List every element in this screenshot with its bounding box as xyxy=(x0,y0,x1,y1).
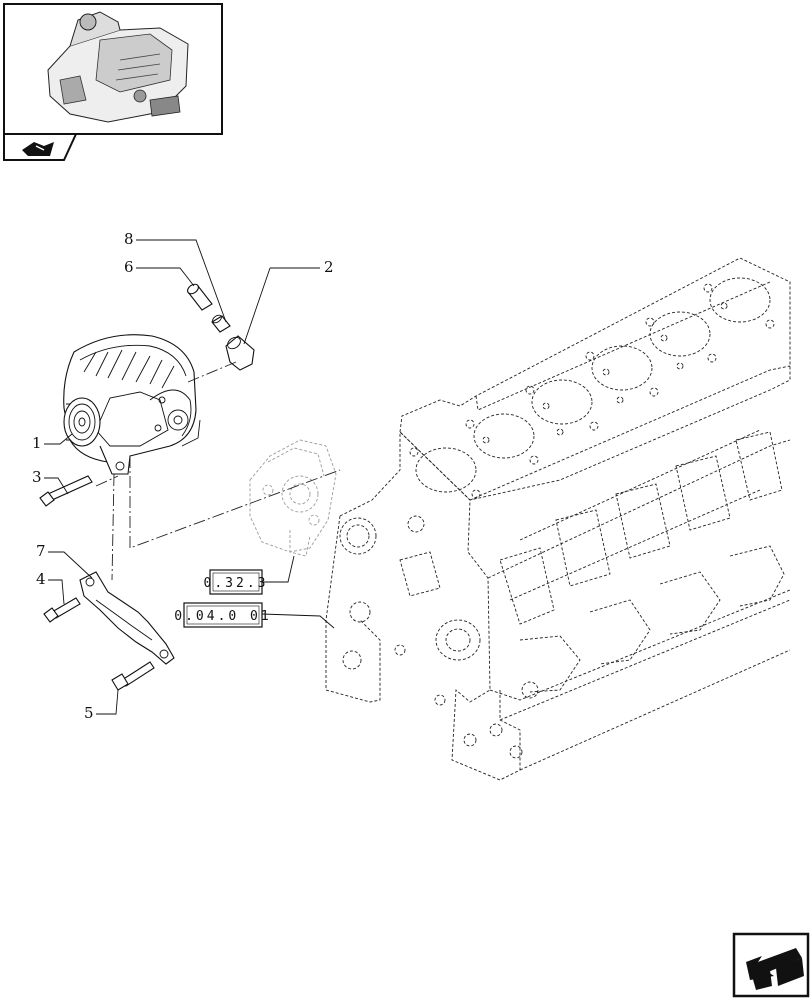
callout-3[interactable]: 3 xyxy=(32,468,42,486)
engine-block xyxy=(325,257,791,781)
reference-label: 0.04.0 01 xyxy=(174,609,271,624)
leader-lines xyxy=(44,239,335,715)
next-page-button[interactable] xyxy=(732,932,810,998)
section-arrow-icon xyxy=(22,142,54,156)
engine-thumbnail[interactable] xyxy=(3,3,223,135)
bolt-3[interactable] xyxy=(39,475,93,507)
callout-8[interactable]: 8 xyxy=(124,230,134,248)
section-tab[interactable] xyxy=(3,133,78,161)
water-pump-ghost xyxy=(249,439,337,557)
callout-4[interactable]: 4 xyxy=(36,570,46,588)
spacer-2[interactable] xyxy=(225,335,255,371)
engine-overview-icon xyxy=(47,11,189,123)
bolt-6[interactable] xyxy=(186,282,213,311)
callout-7[interactable]: 7 xyxy=(36,542,46,560)
callout-1[interactable]: 1 xyxy=(32,434,42,452)
washer-8[interactable] xyxy=(211,314,231,333)
bolt-4[interactable] xyxy=(43,597,81,623)
bolt-5[interactable] xyxy=(111,661,155,691)
next-page-arrow-icon xyxy=(746,948,804,990)
reference-box-0-04-0-01[interactable]: 0.04.0 01 xyxy=(174,602,271,628)
callout-5[interactable]: 5 xyxy=(84,704,94,722)
alignment-lines xyxy=(95,361,341,581)
bracket-7[interactable] xyxy=(79,571,175,665)
reference-label: 0.32.3 xyxy=(204,576,269,591)
callout-6[interactable]: 6 xyxy=(124,258,134,276)
callout-2[interactable]: 2 xyxy=(324,258,334,276)
reference-box-0-32-3[interactable]: 0.32.3 xyxy=(204,569,269,595)
alternator[interactable] xyxy=(63,334,201,475)
